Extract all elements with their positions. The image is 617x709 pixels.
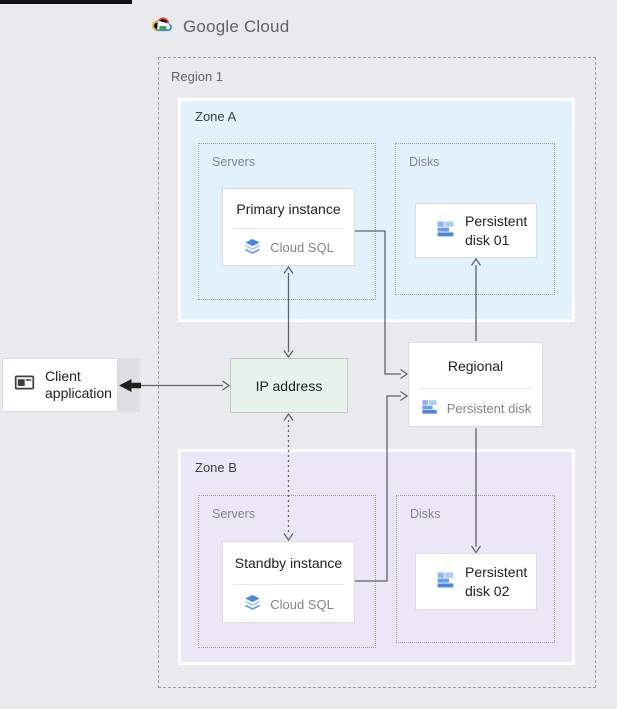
brand-name: Google Cloud [183, 17, 290, 36]
client-application-card: Client application [2, 358, 118, 412]
top-black-bar [0, 0, 132, 4]
client-application-label: Client application [45, 367, 112, 402]
standby-instance-card: Standby instance Cloud SQL [222, 541, 355, 623]
divider [233, 584, 344, 585]
zone-a-disks-group: Disks [395, 143, 555, 295]
regional-product: Persistent disk [409, 389, 542, 427]
zone-a-servers-label: Servers [212, 155, 256, 169]
ip-address-box: IP address [230, 358, 348, 413]
application-window-icon [13, 371, 36, 399]
region-label: Region 1 [171, 69, 224, 84]
persistent-disk-02-label: Persistent disk 02 [465, 564, 528, 599]
zone-a-disks-label: Disks [409, 155, 440, 169]
zone-a-servers-group: Servers [198, 143, 376, 300]
persistent-disk-icon [435, 569, 456, 595]
primary-instance-title: Primary instance [236, 200, 341, 217]
persistent-disk-01-card: Persistent disk 01 [415, 203, 537, 258]
region-1-container: Region 1 [158, 57, 596, 688]
google-cloud-logo: Google Cloud [150, 14, 289, 40]
regional-product-label: Persistent disk [446, 400, 532, 416]
zone-b-disks-label: Disks [410, 507, 441, 521]
primary-instance-product: Cloud SQL [223, 229, 354, 266]
primary-instance-card: Primary instance Cloud SQL [222, 188, 355, 266]
persistent-disk-02-card: Persistent disk 02 [415, 553, 537, 610]
divider [419, 388, 532, 389]
standby-instance-title: Standby instance [234, 555, 343, 571]
persistent-disk-icon [420, 397, 439, 419]
standby-product-label: Cloud SQL [270, 596, 334, 612]
zone-a-label: Zone A [195, 109, 237, 124]
divider [233, 228, 344, 229]
ip-address-label: IP address [255, 377, 323, 394]
client-connector-block [118, 358, 140, 412]
primary-product-label: Cloud SQL [270, 240, 334, 255]
zone-b-label: Zone B [195, 460, 237, 475]
persistent-disk-01-label: Persistent disk 01 [465, 213, 528, 248]
regional-persistent-disk-card: Regional Persistent disk [408, 342, 543, 427]
standby-instance-product: Cloud SQL [223, 585, 354, 623]
persistent-disk-icon [435, 218, 456, 244]
zone-b-servers-label: Servers [212, 507, 256, 521]
cloud-sql-icon [243, 237, 262, 259]
regional-title: Regional [447, 357, 504, 374]
cloud-sql-icon [243, 593, 262, 615]
google-cloud-cloud-icon [150, 14, 175, 40]
